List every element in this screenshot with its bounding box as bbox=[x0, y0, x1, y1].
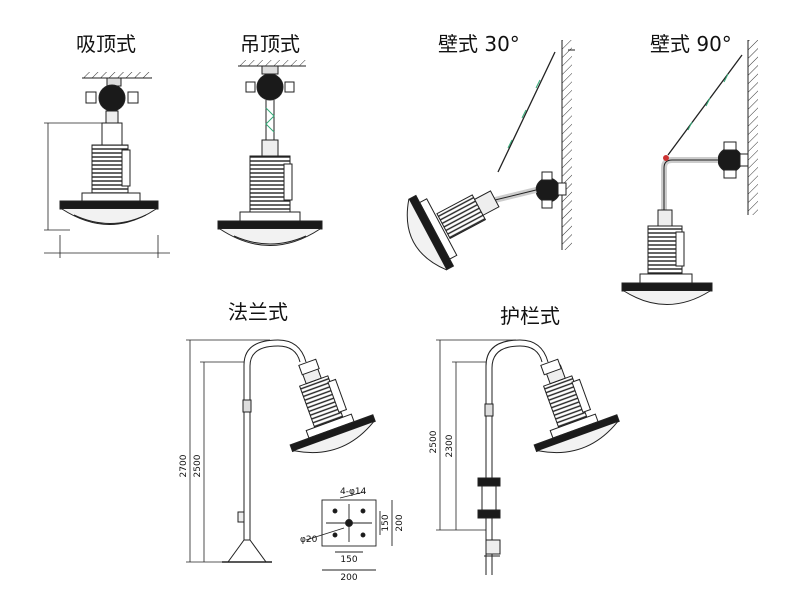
base-hole-spacing-y-label: 150 bbox=[381, 514, 391, 531]
pendant-mount-fixture bbox=[217, 60, 323, 246]
railing-total-height-label: 2500 bbox=[429, 430, 439, 453]
flange-dimension-lines bbox=[186, 339, 270, 563]
flange-total-height-label: 2700 bbox=[179, 454, 189, 477]
caption-wall-30: 壁式 30° bbox=[438, 32, 520, 56]
caption-railing-mount: 护栏式 bbox=[500, 304, 560, 328]
caption-pendant-mount: 吊顶式 bbox=[240, 32, 300, 56]
wall-30-fixture bbox=[406, 40, 575, 271]
caption-flange-mount: 法兰式 bbox=[228, 300, 288, 324]
flange-base-plate-detail bbox=[305, 491, 393, 571]
base-width-label: 200 bbox=[340, 573, 357, 583]
ceiling-mount-fixture bbox=[59, 72, 159, 225]
railing-pole-height-label: 2300 bbox=[445, 434, 455, 457]
flange-mount-fixture bbox=[222, 339, 376, 563]
center-hole-label: φ20 bbox=[300, 535, 318, 545]
caption-wall-90: 壁式 90° bbox=[650, 32, 732, 56]
ceiling-mount-dimension-lines bbox=[44, 122, 170, 258]
wall-90-fixture bbox=[621, 40, 758, 305]
railing-dimension-lines bbox=[436, 339, 516, 531]
railing-mount-fixture bbox=[477, 339, 620, 575]
flange-pole-height-label: 2500 bbox=[193, 454, 203, 477]
base-holes-label: 4-φ14 bbox=[340, 487, 367, 497]
base-height-label: 200 bbox=[395, 514, 405, 531]
base-hole-spacing-x-label: 150 bbox=[340, 555, 357, 565]
caption-ceiling-mount: 吸顶式 bbox=[76, 32, 136, 56]
